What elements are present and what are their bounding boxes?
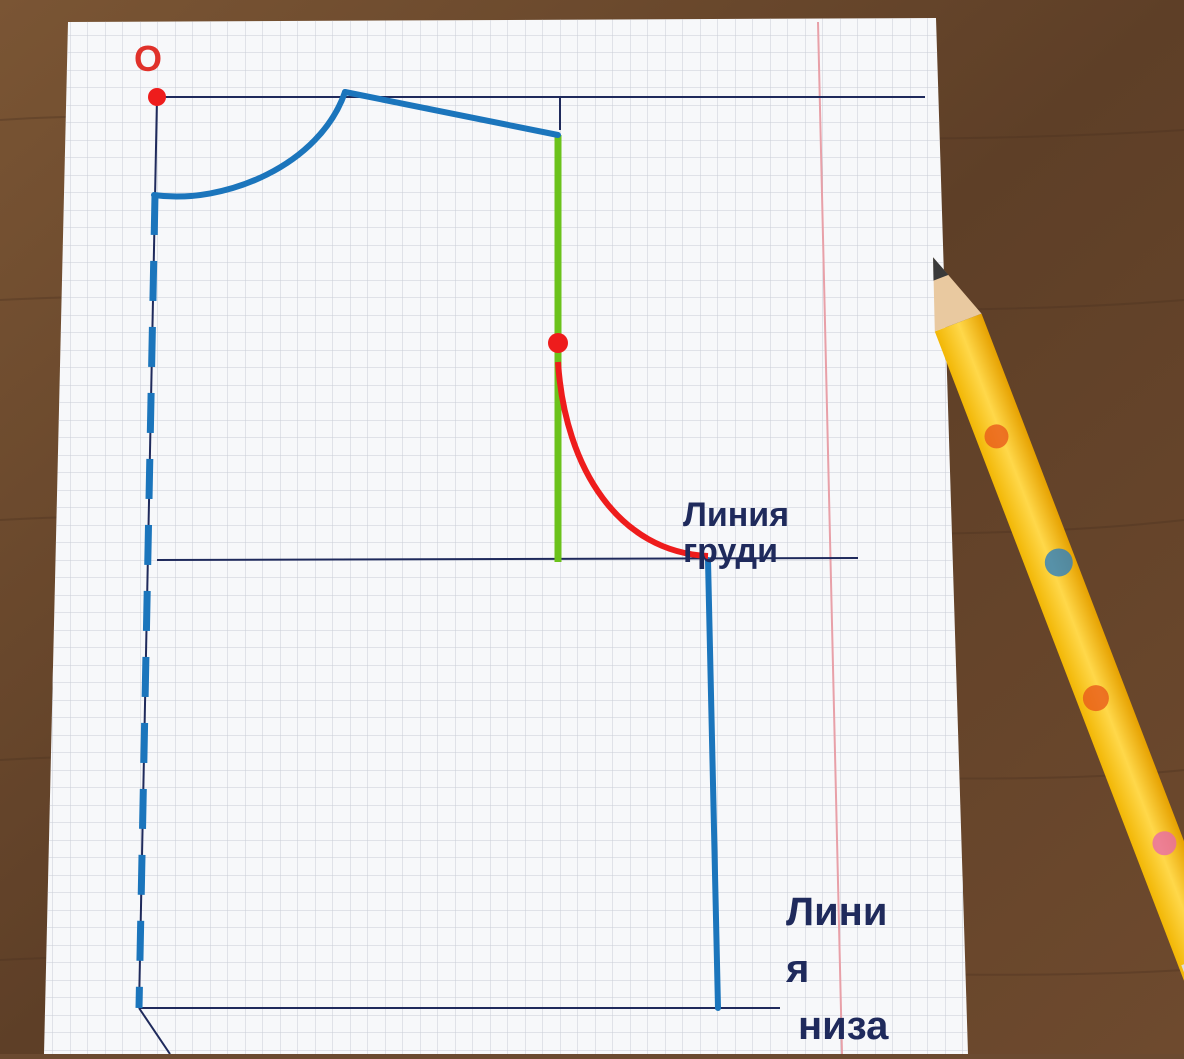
pencil-decoration-dot — [984, 424, 1009, 449]
paper-margin-line — [817, 21, 843, 1055]
center-fold-dashed-line — [135, 194, 159, 1009]
side-seam-line — [705, 557, 721, 1011]
neckline-curve — [151, 89, 348, 200]
pencil — [933, 257, 1184, 1042]
armhole-curve — [555, 361, 709, 559]
hem-line-label-part-1: Лини — [786, 890, 888, 934]
pattern-outline — [135, 89, 721, 1011]
pencil-body — [934, 313, 1184, 1042]
hem-line-label-part-2: я — [786, 947, 810, 991]
pencil-decoration-dot — [1152, 831, 1177, 856]
pencil-decoration-dot — [1082, 685, 1109, 712]
bottom-corner-diagonal — [138, 1007, 171, 1055]
hem-line-label-part-3: низа — [798, 1004, 889, 1048]
bust-horizontal-line — [156, 557, 859, 561]
pencil-lead — [933, 257, 949, 281]
origin-point-marker — [148, 88, 166, 106]
origin-point-label: О — [134, 38, 163, 79]
pencil-decoration-dot — [1044, 548, 1073, 577]
graph-paper-grid — [44, 18, 968, 1054]
shoulder-line — [342, 89, 561, 138]
bust-line-label: Линия груди — [683, 496, 790, 570]
armhole-point-marker — [548, 333, 568, 353]
